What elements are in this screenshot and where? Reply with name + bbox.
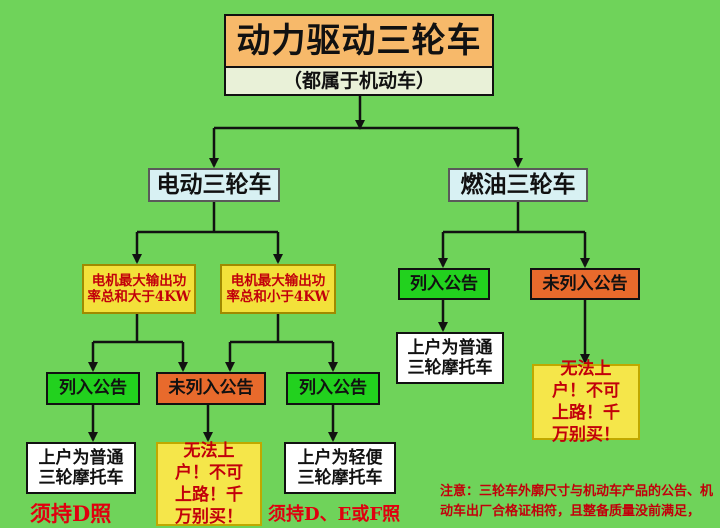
ordinary-registration-box: 上户为普通三轮摩托车	[26, 442, 136, 494]
fuel-unlisted-box: 未列入公告	[530, 268, 640, 300]
license-def-text: 须持D、E或F照	[268, 504, 401, 525]
cannot-register-box: 无法上户！不可上路！千万别买！	[156, 441, 262, 527]
fuel-ordinary-registration-box: 上户为普通三轮摩托车	[396, 332, 504, 384]
ge4-unlisted-box: 未列入公告	[156, 372, 266, 405]
fuel-listed-box: 列入公告	[398, 268, 490, 300]
power-le-4kw-box: 电机最大输出功率总和小于4KW	[220, 264, 336, 314]
ge4-listed-box: 列入公告	[46, 372, 140, 405]
main-title: 动力驱动三轮车	[224, 14, 494, 68]
license-d-text: 须持D照	[30, 501, 112, 526]
electric-tricycle-box: 电动三轮车	[148, 168, 280, 202]
le4-listed-box: 列入公告	[286, 372, 380, 405]
fuel-tricycle-box: 燃油三轮车	[448, 168, 588, 202]
light-registration-box: 上户为轻便三轮摩托车	[284, 442, 396, 494]
note-text: 注意：三轮车外廓尺寸与机动车产品的公告、机动车出厂合格证相符，且整备质量没前满足…	[440, 484, 714, 519]
fuel-cannot-register-box: 无法上户！不可上路！千万别买！	[532, 359, 640, 445]
power-ge-4kw-box: 电机最大输出功率总和大于4KW	[82, 264, 196, 314]
main-subtitle: （都属于机动车）	[224, 66, 494, 96]
